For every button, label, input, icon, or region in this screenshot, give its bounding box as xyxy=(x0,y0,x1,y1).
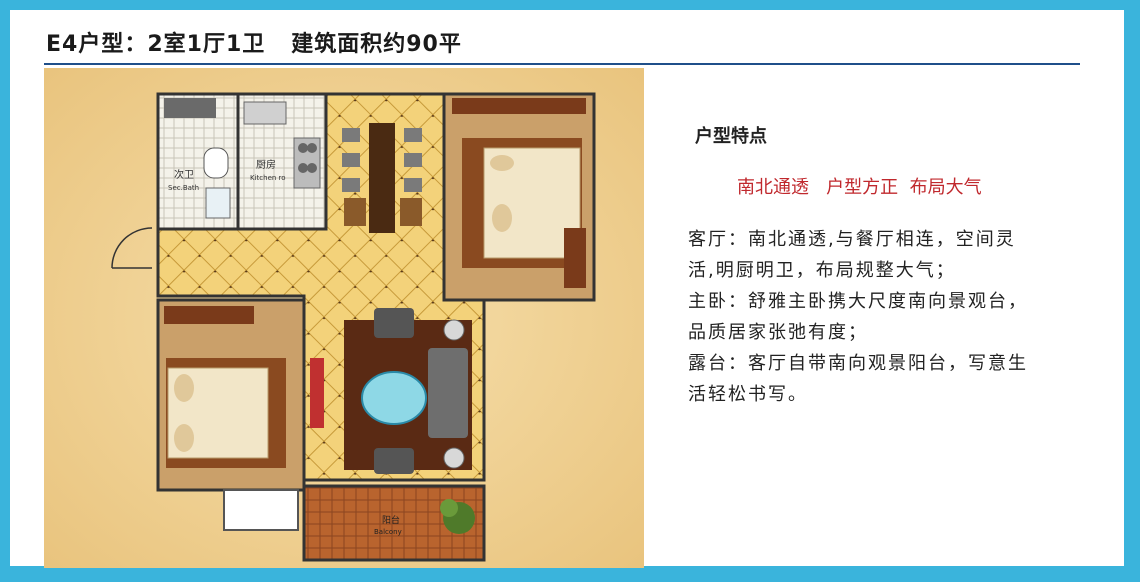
description-line: 品质居家张弛有度； xyxy=(688,322,868,343)
window-bay xyxy=(223,489,299,531)
description-line: 客厅：南北通透,与餐厅相连，空间灵 xyxy=(688,229,1016,250)
description-line: 活,明厨明卫，布局规整大气； xyxy=(688,260,956,281)
second-bath-room: 次卫 Sec.Bath xyxy=(156,92,240,231)
features-description: 客厅：南北通透,与餐厅相连，空间灵 活,明厨明卫，布局规整大气； 主卧：舒雅主卧… xyxy=(688,224,1088,410)
master-bedroom xyxy=(442,92,596,302)
title-divider xyxy=(44,63,1080,65)
balcony-label-en: Balcony xyxy=(374,528,402,536)
living-room xyxy=(310,308,472,474)
floor-plan-drawing: 次卫 Sec.Bath 厨房 Kitchen ro xyxy=(44,68,644,568)
description-line: 露台：客厅自带南向观景阳台，写意生 xyxy=(688,353,1028,374)
kitchen-label-en: Kitchen ro xyxy=(250,174,286,182)
kitchen-label: 厨房 xyxy=(256,158,276,171)
dining-table xyxy=(342,123,422,233)
entry-door xyxy=(111,227,153,269)
description-line: 活轻松书写。 xyxy=(688,384,808,405)
second-bedroom xyxy=(156,298,306,492)
second-bath-label-en: Sec.Bath xyxy=(168,184,199,192)
description-line: 主卧：舒雅主卧携大尺度南向景观台， xyxy=(688,291,1028,312)
page-title: E4户型：2室1厅1卫 建筑面积约90平 xyxy=(46,32,462,57)
content-card: E4户型：2室1厅1卫 建筑面积约90平 xyxy=(10,10,1124,568)
kitchen-room: 厨房 Kitchen ro xyxy=(236,92,328,231)
features-heading: 户型特点 xyxy=(695,126,767,147)
features-slogan: 南北通透 户型方正 布局大气 xyxy=(737,177,982,198)
floor-plan: 次卫 Sec.Bath 厨房 Kitchen ro xyxy=(44,68,644,568)
balcony: 阳台 Balcony xyxy=(302,484,486,562)
second-bath-label: 次卫 xyxy=(174,168,194,181)
balcony-label: 阳台 xyxy=(382,514,400,526)
